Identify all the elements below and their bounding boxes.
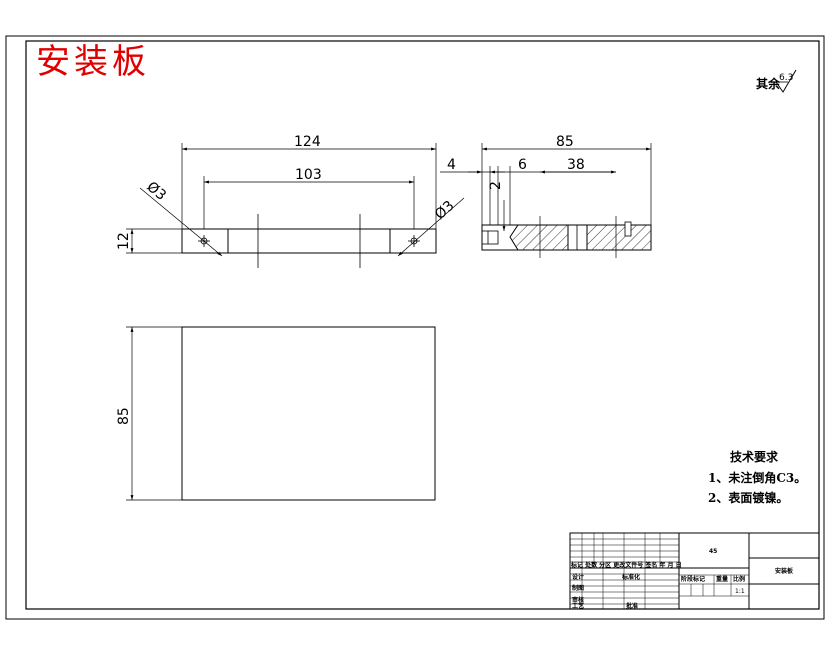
outer-border: [5, 35, 825, 620]
svg-text:阶段标记: 阶段标记: [681, 575, 705, 583]
dim-thickness: 12: [116, 232, 132, 250]
svg-text:45: 45: [709, 548, 717, 555]
dim-a: 4: [447, 157, 456, 173]
svg-text:审核: 审核: [572, 596, 584, 604]
title-block-text: 标记 处数 分区 更改文件号 签名 年 月 日 设计 标准化 制图 审核 工艺 …: [570, 548, 794, 610]
dim-hole-left: Ø3: [143, 179, 169, 204]
svg-text:6.3: 6.3: [779, 73, 793, 83]
front-view: 124 103 12 Ø3 Ø3: [116, 134, 465, 268]
svg-text:比例: 比例: [733, 575, 745, 583]
dim-overall-width: 85: [556, 134, 574, 150]
svg-text:标记 处数 分区 更改文件号 签名 年 月 日: 标记 处数 分区 更改文件号 签名 年 月 日: [570, 561, 682, 569]
svg-text:制图: 制图: [572, 584, 584, 592]
svg-text:设计: 设计: [572, 573, 584, 581]
dim-top-width: 85: [116, 407, 132, 425]
notes-item1: 1、未注倒角C3。: [708, 470, 806, 485]
dim-overall-length: 124: [294, 134, 321, 150]
dim-d: 2: [488, 181, 504, 190]
svg-text:批准: 批准: [626, 602, 638, 610]
svg-text:工艺: 工艺: [572, 602, 584, 610]
notes-heading: 技术要求: [730, 449, 779, 464]
svg-text:1:1: 1:1: [735, 588, 745, 595]
svg-text:标准化: 标准化: [621, 573, 640, 581]
drawing-title: 安装板: [36, 42, 150, 82]
notes-item2: 2、表面镀镍。: [708, 490, 788, 505]
technical-notes: 技术要求 1、未注倒角C3。 2、表面镀镍。: [708, 449, 806, 505]
svg-text:安装板: 安装板: [775, 567, 794, 575]
side-view: 85 4 6 38 2: [440, 134, 652, 258]
roughness-symbol: 其余 6.3: [756, 69, 797, 93]
dim-c: 38: [567, 157, 585, 173]
dim-b: 6: [518, 157, 527, 173]
svg-text:其余: 其余: [756, 76, 781, 91]
title-block: [569, 532, 820, 610]
inner-border: [25, 40, 820, 610]
svg-text:重量: 重量: [716, 575, 728, 583]
top-view: 85: [116, 326, 436, 501]
dim-hole-spacing: 103: [295, 167, 322, 183]
